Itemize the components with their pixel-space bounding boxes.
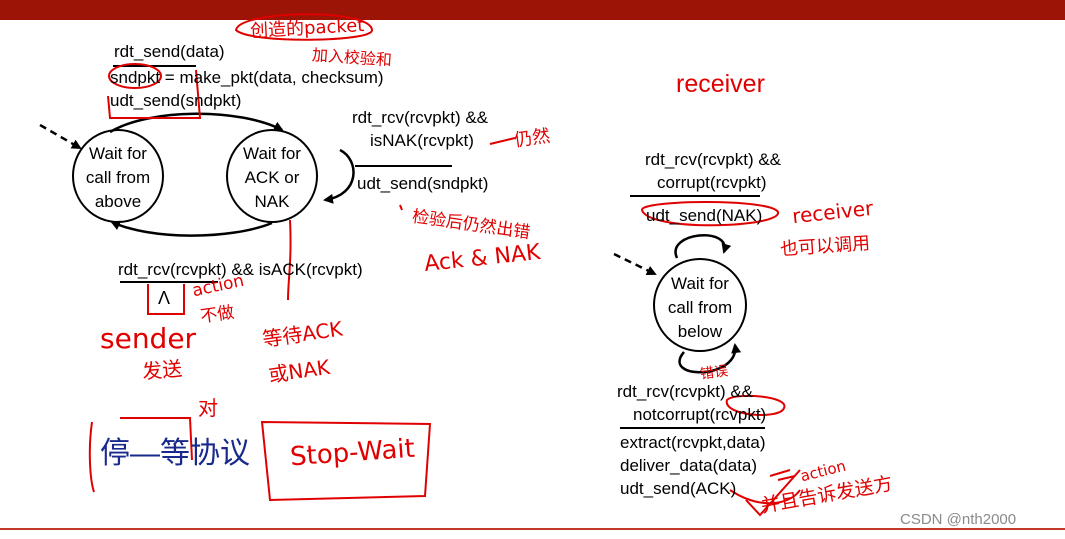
box-stop-wait	[88, 417, 193, 493]
tr1-action-udt-send: udt_send(sndpkt)	[110, 91, 242, 110]
watermark: CSDN @nth2000	[900, 511, 1017, 528]
annot-wrong: 错误	[699, 363, 730, 383]
state-circle-ack-nak	[226, 129, 318, 223]
arrow-action	[769, 469, 796, 481]
protocol-title: 停—等协议	[100, 437, 250, 470]
check-mark	[745, 469, 801, 517]
tr3-event: rdt_rcv(rcvpkt) && isACK(rcvpkt)	[118, 260, 363, 279]
state-call-from-below: Wait for call from below	[654, 272, 746, 344]
annot-ok: 对	[198, 396, 218, 420]
tr3-action-lambda: Λ	[158, 288, 171, 308]
annot-send: 发送	[141, 356, 184, 384]
footer-line	[0, 528, 1065, 530]
state-line: NAK	[254, 192, 290, 211]
underline-ack	[729, 489, 801, 505]
tr1-action-make-pkt: sndpkt = make_pkt(data, checksum)	[110, 68, 384, 87]
line-detect	[399, 204, 403, 211]
bracket-stop	[260, 420, 432, 502]
self-loop-nak	[323, 148, 355, 204]
line-wait	[287, 219, 292, 301]
state-line: Wait for	[243, 144, 301, 163]
arrow-still	[489, 137, 516, 145]
box-lambda	[147, 284, 185, 315]
self-loop-notcorrupt	[678, 343, 742, 374]
transition-arrow-ack	[110, 220, 273, 237]
state-circle-call-below	[653, 258, 747, 352]
tr2-event-line1: rdt_rcv(rcvpkt) &&	[352, 108, 489, 127]
state-line: below	[677, 322, 723, 341]
state-line: call from	[667, 298, 733, 317]
initial-arrow-receiver	[613, 252, 657, 276]
tr2-action: udt_send(sndpkt)	[357, 174, 489, 193]
self-loop-corrupt	[674, 234, 732, 259]
initial-arrow-sender	[39, 123, 82, 150]
title-bar	[0, 0, 1065, 20]
state-call-from-above: Wait for call from above	[73, 142, 163, 214]
state-line: ACK or	[244, 168, 300, 187]
receiver-label: receiver	[676, 70, 765, 98]
bracket-make-pkt	[107, 69, 202, 119]
tr1-event: rdt_send(data)	[114, 42, 225, 61]
annot-do-nothing: 不做	[199, 302, 236, 328]
annot-still: 仍然	[512, 125, 552, 152]
transition-arrow-send	[109, 112, 284, 134]
annot-sender: sender	[100, 322, 197, 355]
state-line: Wait for	[671, 274, 729, 293]
circle-snkpkt	[108, 63, 162, 89]
state-line: above	[94, 192, 142, 211]
state-wait-ack-nak: Wait for ACK or NAK	[227, 142, 317, 214]
tr2-event-line2: isNAK(rcvpkt)	[370, 131, 474, 150]
rtr1-action: udt_send(NAK)	[646, 206, 763, 225]
circle-rcvpkt	[725, 394, 786, 416]
rtr2-action-deliver: deliver_data(data)	[620, 456, 758, 475]
rtr2-event-line1: rdt_rcv(rcvpkt) &&	[617, 382, 754, 401]
rtr1-event-line2: corrupt(rcvpkt)	[657, 173, 767, 192]
state-line: call from	[85, 168, 151, 187]
rtr2-action-extract: extract(rcvpkt,data)	[620, 433, 766, 452]
circle-nak	[640, 201, 779, 227]
rtr1-event-line1: rdt_rcv(rcvpkt) &&	[645, 150, 782, 169]
rtr2-event-line2: notcorrupt(rcvpkt)	[633, 405, 767, 424]
state-line: Wait for	[89, 144, 147, 163]
circle-create-packet	[234, 13, 374, 41]
rtr2-action-udt-send: udt_send(ACK)	[620, 479, 737, 498]
